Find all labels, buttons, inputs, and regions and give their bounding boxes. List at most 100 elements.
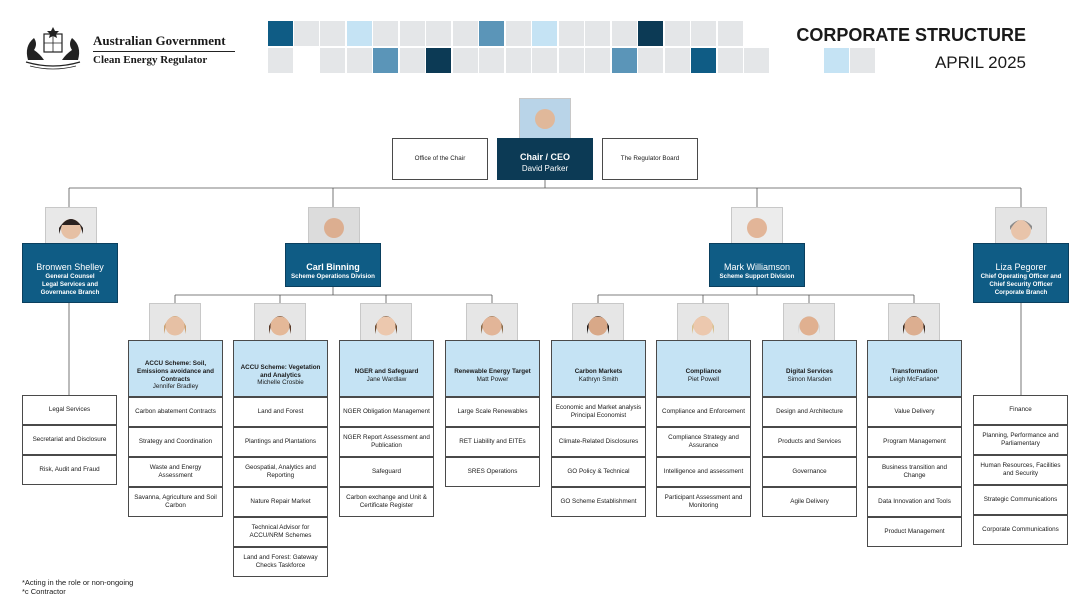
tile	[373, 21, 398, 46]
unit-item: Design and Architecture	[762, 397, 857, 427]
unit-title: ACCU Scheme: Vegetation and Analytics	[240, 363, 321, 379]
unit-item: Compliance Strategy and Assurance	[656, 427, 751, 457]
tile	[559, 48, 584, 73]
tile	[294, 21, 319, 46]
unit-title: Digital Services	[786, 367, 833, 375]
bronwen-role: General Counsel	[45, 273, 95, 280]
logo: Australian Government Clean Energy Regul…	[20, 22, 240, 72]
tile	[850, 48, 875, 73]
unit-item: Governance	[762, 457, 857, 487]
regulator-board-box: The Regulator Board	[602, 138, 698, 180]
corporate-item: Strategic Communications	[973, 485, 1068, 515]
tile	[347, 21, 372, 46]
unit-item: Geospatial, Analytics and Reporting	[233, 457, 328, 487]
unit-item: GO Scheme Establishment	[551, 487, 646, 517]
agency-name: Clean Energy Regulator	[93, 54, 208, 66]
tile	[665, 48, 690, 73]
unit-title: NGER and Safeguard	[354, 367, 419, 375]
tile	[347, 48, 372, 73]
tile	[612, 48, 637, 73]
unit-item: Business transition and Change	[867, 457, 962, 487]
tile	[400, 21, 425, 46]
tile	[453, 48, 478, 73]
bronwen-name: Bronwen Shelley	[36, 261, 104, 272]
regulator-board-label: The Regulator Board	[620, 155, 680, 163]
coat-of-arms-icon	[25, 27, 81, 70]
tile	[426, 21, 451, 46]
unit-item: RET Liability and EITEs	[445, 427, 540, 457]
carl-box: Carl Binning Scheme Operations Division	[285, 243, 381, 287]
unit-item: GO Policy & Technical	[551, 457, 646, 487]
unit-person: Jennifer Bradley	[152, 383, 199, 391]
tile	[691, 21, 716, 46]
logo-divider	[93, 51, 235, 52]
footnote-1: *Acting in the role or non-ongoing	[22, 578, 134, 587]
unit-item: Climate-Related Disclosures	[551, 427, 646, 457]
tile	[426, 48, 451, 73]
chair-name: David Parker	[521, 163, 569, 173]
unit-item: Strategy and Coordination	[128, 427, 223, 457]
unit-title: Renewable Energy Target	[454, 367, 531, 375]
tile	[718, 48, 743, 73]
legal-item: Secretariat and Disclosure	[22, 425, 117, 455]
unit-item: Compliance and Enforcement	[656, 397, 751, 427]
liza-name: Liza Pegorer	[995, 261, 1047, 272]
unit-person: Piet Powell	[687, 375, 720, 383]
mark-box: Mark Williamson Scheme Support Division	[709, 243, 805, 287]
tile	[638, 48, 663, 73]
unit-item: Technical Advisor for ACCU/NRM Schemes	[233, 517, 328, 547]
tile	[479, 21, 504, 46]
unit-title: Compliance	[685, 367, 722, 375]
tile	[479, 48, 504, 73]
decorative-tiles	[0, 0, 1090, 80]
tile	[638, 21, 663, 46]
legal-item: Risk, Audit and Fraud	[22, 455, 117, 485]
unit-item: Agile Delivery	[762, 487, 857, 517]
tile	[453, 21, 478, 46]
unit-item: Data Innovation and Tools	[867, 487, 962, 517]
tile	[268, 48, 293, 73]
tile	[506, 48, 531, 73]
tile	[559, 21, 584, 46]
unit-item: Carbon exchange and Unit & Certificate R…	[339, 487, 434, 517]
tile	[506, 21, 531, 46]
liza-box: Liza Pegorer Chief Operating Officer and…	[973, 243, 1069, 303]
carl-unit: Scheme Operations Division	[291, 272, 375, 280]
unit-item: Waste and Energy Assessment	[128, 457, 223, 487]
office-of-the-chair-box: Office of the Chair	[392, 138, 488, 180]
tile	[320, 21, 345, 46]
gov-name: Australian Government	[93, 33, 226, 48]
tile	[824, 48, 849, 73]
tile	[532, 48, 557, 73]
unit-item: Participant Assessment and Monitoring	[656, 487, 751, 517]
unit-item: NGER Obligation Management	[339, 397, 434, 427]
tile	[400, 48, 425, 73]
legal-item: Legal Services	[22, 395, 117, 425]
unit-person: Michelle Crosbie	[257, 379, 304, 387]
corporate-item: Human Resources, Facilities and Security	[973, 455, 1068, 485]
page-date: APRIL 2025	[934, 53, 1026, 72]
unit-item: Value Delivery	[867, 397, 962, 427]
chair-role: Chair / CEO	[519, 152, 570, 163]
unit-item: Carbon abatement Contracts	[128, 397, 223, 427]
liza-unit: Corporate Branch	[994, 288, 1048, 296]
unit-title: ACCU Scheme: Soil, Emissions avoidance a…	[137, 359, 214, 383]
page-title: CORPORATE STRUCTURE	[796, 25, 1026, 45]
mark-unit: Scheme Support Division	[719, 272, 795, 280]
tile	[320, 48, 345, 73]
unit-item: Products and Services	[762, 427, 857, 457]
unit-title: Transformation	[891, 367, 938, 375]
unit-item: NGER Report Assessment and Publication	[339, 427, 434, 457]
unit-header: ACCU Scheme: Soil, Emissions avoidance a…	[128, 340, 223, 397]
chair-box: Chair / CEO David Parker	[497, 138, 593, 180]
unit-item: Plantings and Plantations	[233, 427, 328, 457]
tile	[718, 21, 743, 46]
tile	[612, 21, 637, 46]
corporate-item: Finance	[973, 395, 1068, 425]
